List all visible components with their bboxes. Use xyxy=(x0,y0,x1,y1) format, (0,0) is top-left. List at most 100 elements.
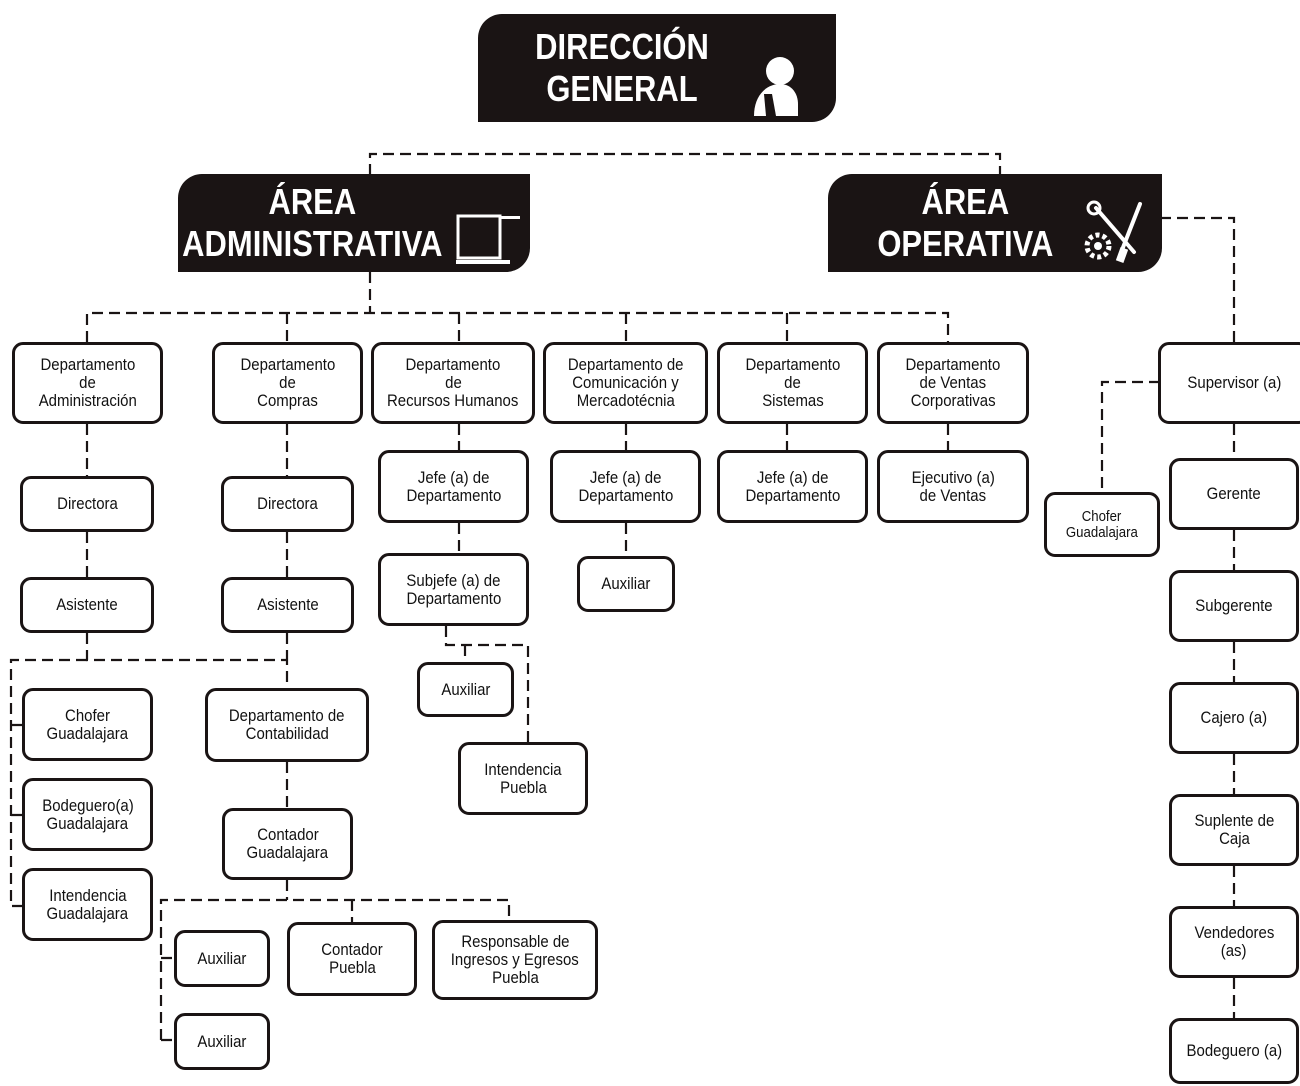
box-text: Responsable de xyxy=(460,932,570,951)
direccion-general-banner: DIRECCIÓN GENERAL xyxy=(478,14,836,122)
box-text: Departamento xyxy=(406,485,501,505)
box-text: Contabilidad xyxy=(245,724,329,743)
box-text: de xyxy=(784,373,801,392)
box-text: (as) xyxy=(1221,941,1247,960)
box-text: Subjefe (a) de xyxy=(406,570,501,590)
box-asistente-compras: Asistente xyxy=(221,577,354,633)
box-text: Puebla xyxy=(491,968,539,987)
box-text: Departamento xyxy=(745,485,840,505)
box-text: Suplente de xyxy=(1194,811,1274,830)
box-text: Mercadotécnia xyxy=(576,391,675,410)
box-text: Gerente xyxy=(1206,484,1262,503)
box-cajero: Cajero (a) xyxy=(1169,682,1299,754)
box-responsable-ingresos-egresos: Responsable de Ingresos y Egresos Puebla xyxy=(432,920,598,1000)
box-text: de xyxy=(444,373,462,392)
box-text: Comunicación y xyxy=(572,373,679,392)
box-text: Auxiliar xyxy=(197,948,247,968)
box-dept-compras: Departamento de Compras xyxy=(212,342,363,424)
box-jefe-departamento-comunicacion: Jefe (a) de Departamento xyxy=(550,450,701,523)
box-text: Ingresos y Egresos xyxy=(450,950,580,969)
connector-admin-drops xyxy=(285,313,789,342)
box-text: Guadalajara xyxy=(46,903,129,923)
box-chofer-guadalajara-admin: Chofer Guadalajara xyxy=(22,688,153,761)
box-bodeguero-guadalajara: Bodeguero(a) Guadalajara xyxy=(22,778,153,851)
area-operativa-banner: ÁREA OPERATIVA xyxy=(828,174,1162,272)
area-admin-title-line1: ÁREA xyxy=(268,181,356,222)
connector-left-staff xyxy=(9,658,87,908)
box-text: Auxiliar xyxy=(440,679,491,699)
box-jefe-departamento-rrhh: Jefe (a) de Departamento xyxy=(378,450,529,523)
box-text: Directora xyxy=(257,494,318,513)
box-text: Subgerente xyxy=(1195,596,1273,615)
box-text: Asistente xyxy=(56,595,118,614)
box-gerente: Gerente xyxy=(1169,458,1299,530)
box-subjefe-departamento-rrhh: Subjefe (a) de Departamento xyxy=(378,553,529,626)
box-dept-sistemas: Departamento de Sistemas xyxy=(717,342,868,424)
box-supervisor: Supervisor (a) xyxy=(1158,342,1300,424)
box-dept-contabilidad: Departamento de Contabilidad xyxy=(205,688,369,762)
box-dept-recursos-humanos: Departamento de Recursos Humanos xyxy=(371,342,535,424)
connector-supervisor-chofer xyxy=(1100,380,1160,492)
box-jefe-departamento-sistemas: Jefe (a) de Departamento xyxy=(717,450,868,523)
box-text: Administración xyxy=(38,391,137,410)
box-text: Departamento xyxy=(406,588,501,608)
box-intendencia-guadalajara: Intendencia Guadalajara xyxy=(22,868,153,941)
connector-sistemas-ventas xyxy=(785,424,950,450)
box-text: Sistemas xyxy=(761,391,824,410)
box-chofer-guadalajara-operativa: Chofer Guadalajara xyxy=(1044,492,1160,557)
box-vendedores: Vendedores (as) xyxy=(1169,906,1299,978)
box-text: Caja xyxy=(1218,829,1250,848)
box-text: Departamento xyxy=(905,355,1001,374)
box-text: Auxiliar xyxy=(197,1031,247,1051)
box-text: Contador xyxy=(256,825,319,844)
box-text: Cajero (a) xyxy=(1200,708,1268,727)
connector-oper-supervisor xyxy=(1160,216,1236,342)
box-text: Guadalajara xyxy=(1066,523,1138,541)
area-administrativa-banner: ÁREA ADMINISTRATIVA xyxy=(178,174,530,272)
box-dept-comunicacion: Departamento de Comunicación y Mercadoté… xyxy=(543,342,708,424)
box-dept-ventas-corporativas: Departamento de Ventas Corporativas xyxy=(877,342,1029,424)
box-text: Recursos Humanos xyxy=(387,391,519,410)
box-text: Jefe (a) de xyxy=(589,467,662,487)
box-text: Guadalajara xyxy=(46,813,129,833)
connector-direccion-areas xyxy=(368,152,1002,175)
direccion-title-line1: DIRECCIÓN xyxy=(535,26,709,67)
box-auxiliar-contabilidad-2: Auxiliar xyxy=(174,1013,270,1070)
area-oper-title-line2: OPERATIVA xyxy=(876,223,1054,264)
box-text: de xyxy=(79,373,96,392)
box-text: Corporativas xyxy=(910,391,996,410)
box-text: Directora xyxy=(56,494,118,513)
box-text: Intendencia xyxy=(484,759,562,779)
connector-admin-bus xyxy=(85,311,950,342)
box-text: Bodeguero (a) xyxy=(1186,1041,1282,1060)
box-bodeguero-operativa: Bodeguero (a) xyxy=(1169,1018,1299,1084)
box-directora-compras: Directora xyxy=(221,476,354,532)
laptop-icon xyxy=(456,214,520,264)
box-text: de Ventas xyxy=(919,373,987,392)
box-text: Departamento xyxy=(745,355,840,374)
box-text: Departamento de xyxy=(567,355,684,374)
box-text: Guadalajara xyxy=(46,723,129,743)
box-dept-administracion: Departamento de Administración xyxy=(12,342,163,424)
box-text: Chofer xyxy=(65,705,110,725)
box-ejecutivo-ventas: Ejecutivo (a) de Ventas xyxy=(877,450,1029,523)
box-text: Compras xyxy=(257,391,318,410)
box-text: Intendencia xyxy=(48,885,127,905)
box-contador-guadalajara: Contador Guadalajara xyxy=(222,808,353,880)
box-text: Departamento xyxy=(405,355,501,374)
box-text: Departamento xyxy=(578,485,673,505)
box-text: Chofer xyxy=(1082,507,1122,525)
box-intendencia-puebla: Intendencia Puebla xyxy=(458,742,588,815)
box-text: Puebla xyxy=(499,777,547,797)
box-auxiliar-contabilidad-1: Auxiliar xyxy=(174,930,270,987)
box-text: Vendedores xyxy=(1194,923,1274,942)
connector-asistente-bus xyxy=(85,633,289,688)
person-icon xyxy=(754,57,798,116)
box-text: Jefe (a) de xyxy=(417,467,490,487)
box-text: Bodeguero(a) xyxy=(41,795,134,815)
area-admin-title-line2: ADMINISTRATIVA xyxy=(181,223,443,264)
direccion-title-line2: GENERAL xyxy=(546,68,698,109)
box-contador-puebla: Contador Puebla xyxy=(287,922,417,996)
box-directora-administracion: Directora xyxy=(20,476,154,532)
